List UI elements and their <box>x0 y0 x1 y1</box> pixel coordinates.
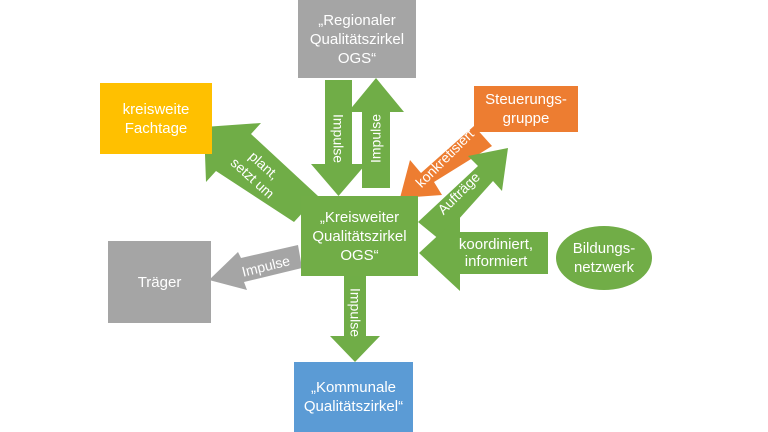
node-kreisweiter-qualitaetszirkel: „Kreisweiter Qualitätszirkel OGS“ <box>301 196 418 276</box>
arrow-impulse-kommunal <box>330 276 380 362</box>
node-kreisweite-fachtage: kreisweite Fachtage <box>100 83 212 154</box>
label-impulse-kommunal: Impulse <box>347 287 364 338</box>
node-bildungsnetzwerk: Bildungs- netzwerk <box>572 240 636 276</box>
arrow-koordiniert <box>419 215 548 291</box>
label-koordiniert-informiert: koordiniert, informiert <box>458 236 534 270</box>
node-kommunale-qualitaetszirkel: „Kommunale Qualitätszirkel“ <box>294 362 413 432</box>
arrow-konkretisiert <box>400 126 492 198</box>
label-impulse-up: Impulse <box>367 113 384 164</box>
node-bildungsnetzwerk-shape <box>556 226 652 290</box>
arrow-plant <box>204 123 318 222</box>
arrow-impulse-up <box>348 78 404 188</box>
arrow-impulse-down <box>311 80 366 196</box>
node-steuerungsgruppe: Steuerungs- gruppe <box>474 86 578 132</box>
arrow-auftraege <box>418 148 508 240</box>
node-regional-qualitaetszirkel: „Regionaler Qualitätszirkel OGS“ <box>298 0 416 78</box>
node-traeger: Träger <box>108 241 211 323</box>
label-impulse-down: Impulse <box>330 113 347 164</box>
arrow-impulse-traeger <box>209 245 302 290</box>
